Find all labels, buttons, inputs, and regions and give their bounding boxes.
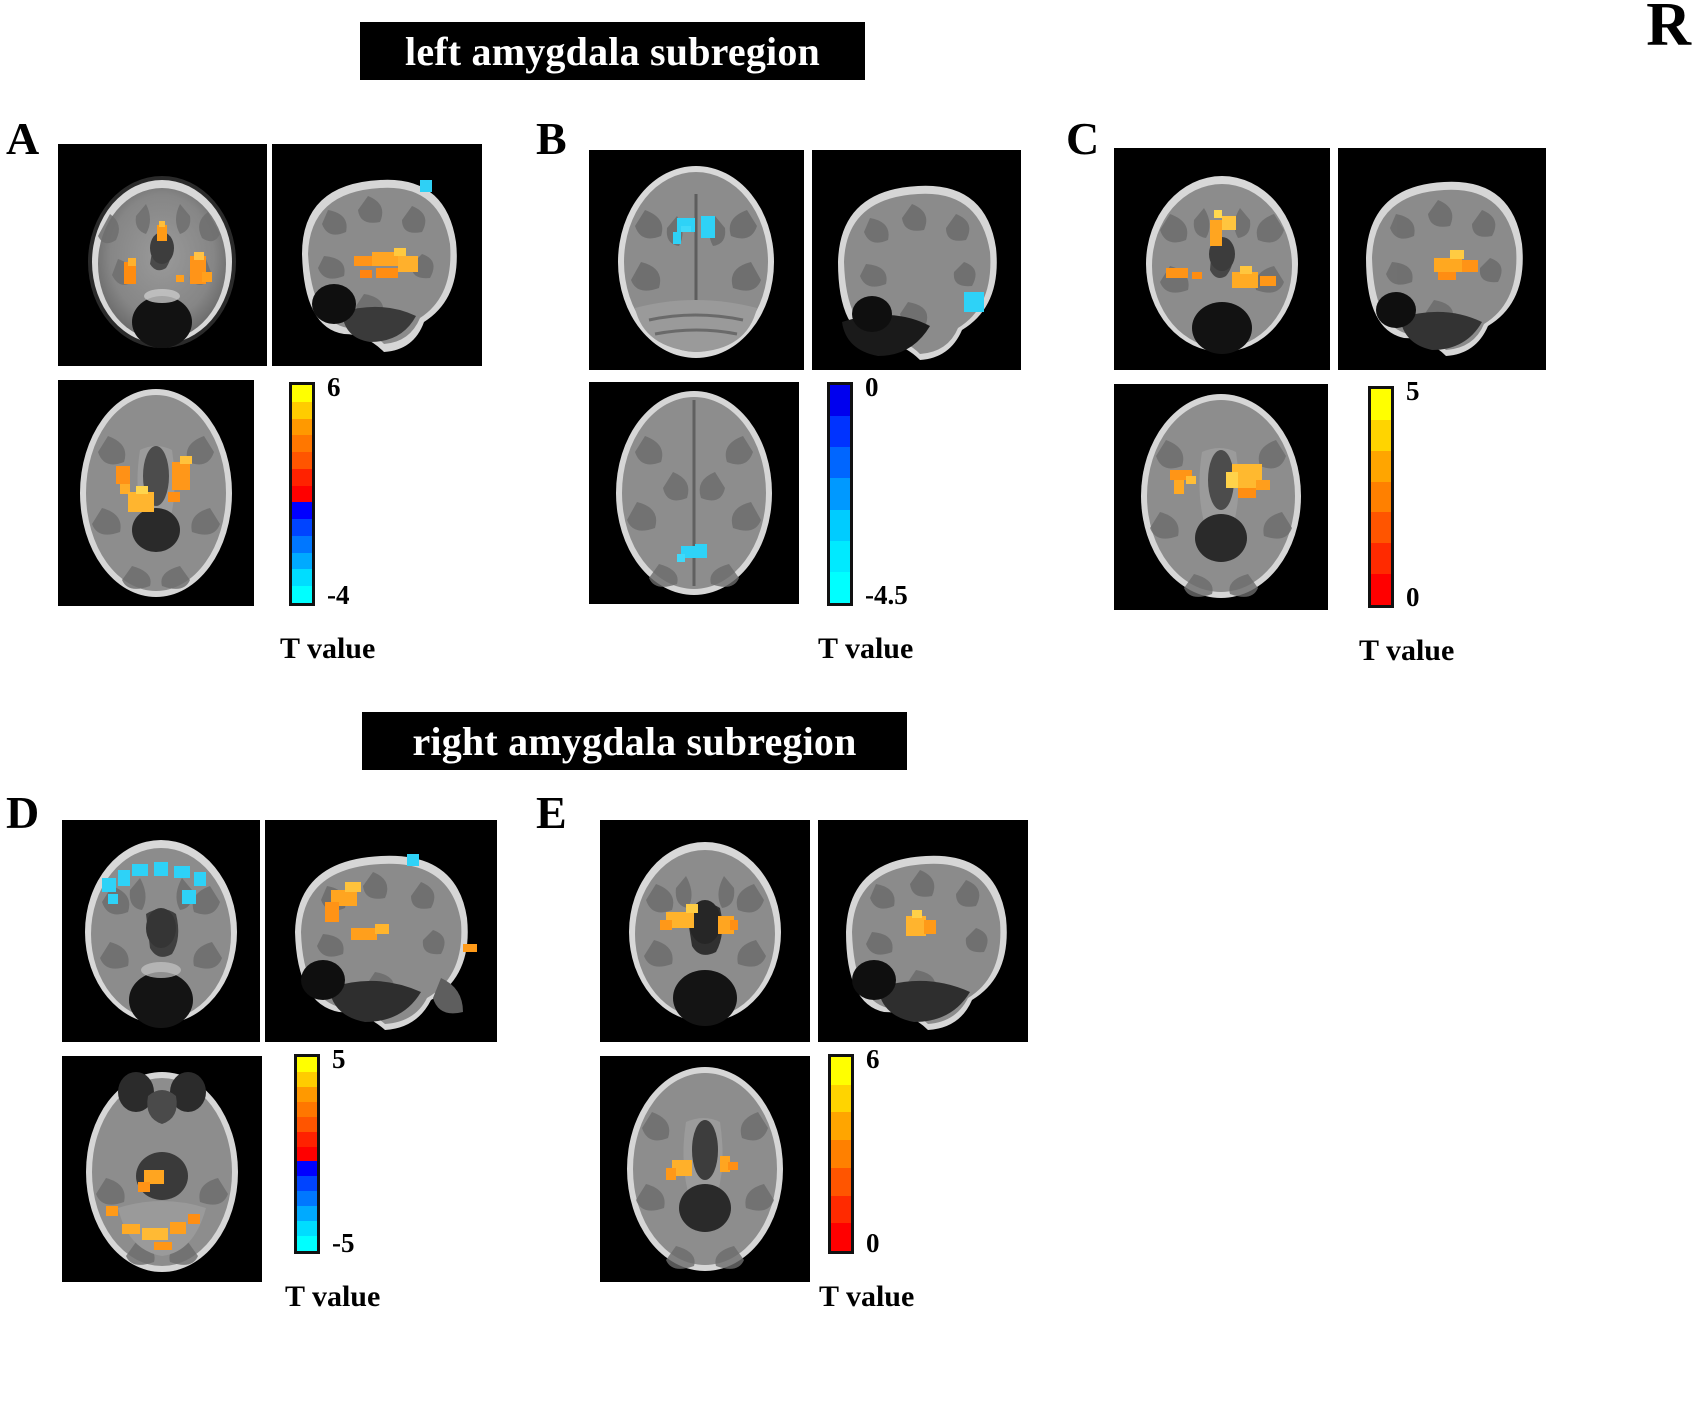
panel-d-colorbar-gradient [294,1054,320,1254]
panel-b-colorbar-top-label: 0 [865,372,879,402]
panel-letter-e: E [536,787,567,838]
banner-right-amygdala: right amygdala subregion [362,712,907,770]
panel-a-colorbar-bottom-label: -4 [327,580,350,610]
panel-c-colorbar-top-label: 5 [1406,376,1420,406]
panel-c-coronal-slice [1114,148,1330,370]
banner-left-amygdala: left amygdala subregion [360,22,865,80]
panel-c-colorbar-bottom-label: 0 [1406,582,1420,612]
panel-a-axial-slice [58,380,254,606]
panel-c-colorbar-title: T value [1359,634,1455,667]
panel-b-colorbar-title: T value [818,632,914,665]
panel-a-colorbar: 6 -4 T value [280,372,459,672]
panel-e-colorbar-title: T value [819,1280,915,1313]
panel-d-colorbar: 5 -5 T value [285,1044,464,1344]
panel-e-colorbar-bottom-label: 0 [866,1228,880,1258]
panel-letter-a: A [6,113,40,164]
panel-b-colorbar-bottom-label: -4.5 [865,580,908,610]
panel-e-colorbar-top-label: 6 [866,1044,880,1074]
panel-d-coronal-slice [62,820,260,1042]
panel-b-colorbar: 0 -4.5 T value [818,372,1017,672]
panel-c-sagittal-slice [1338,148,1546,370]
panel-e-coronal-slice [600,820,810,1042]
panel-a-colorbar-top-label: 6 [327,372,341,402]
panel-letter-b: B [536,113,567,164]
panel-d-sagittal-slice [265,820,497,1042]
panel-c-colorbar: 5 0 T value [1359,376,1538,676]
panel-b-axial-slice [589,382,799,604]
panel-d-colorbar-top-label: 5 [332,1044,346,1074]
panel-e-sagittal-slice [818,820,1028,1042]
panel-e-axial-slice [600,1056,810,1282]
panel-a-colorbar-title: T value [280,632,376,665]
panel-letter-d: D [6,787,40,838]
panel-e-colorbar: 6 0 T value [819,1044,998,1344]
orientation-label-right: R [1646,0,1691,59]
panel-d-axial-slice [62,1056,262,1282]
panel-b-sagittal-slice [812,150,1021,370]
panel-b-coronal-slice [589,150,804,370]
panel-d-colorbar-bottom-label: -5 [332,1228,355,1258]
panel-a-sagittal-slice [272,144,482,366]
panel-c-axial-slice [1114,384,1328,610]
panel-a-colorbar-gradient [289,382,315,606]
panel-e-colorbar-gradient [828,1054,854,1254]
panel-b-colorbar-gradient [827,382,853,606]
panel-c-colorbar-gradient [1368,386,1394,608]
panel-letter-c: C [1066,113,1100,164]
panel-d-colorbar-title: T value [285,1280,381,1313]
panel-a-coronal-slice [58,144,267,366]
